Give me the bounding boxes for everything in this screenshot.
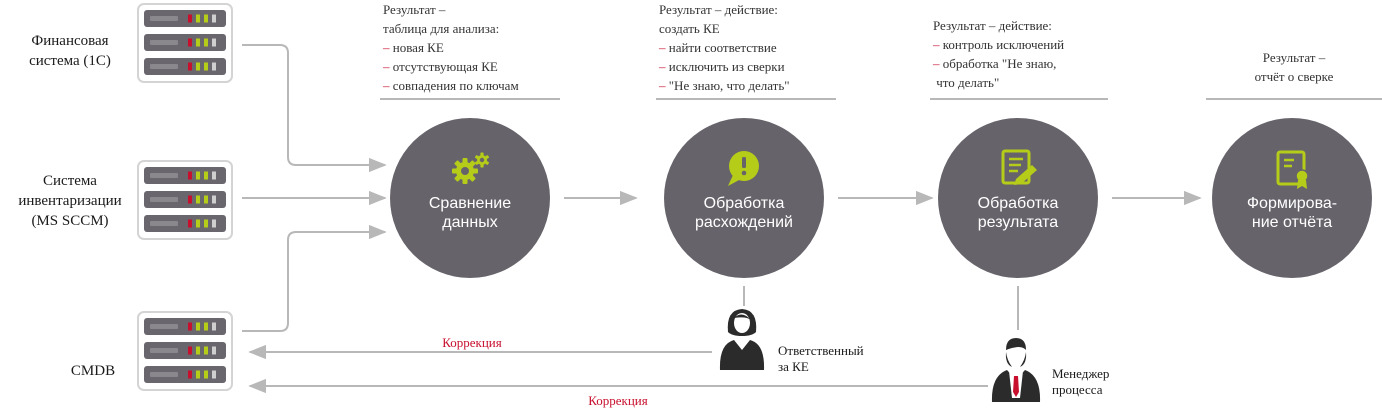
step-label-report: Формирова-ние отчёта [1247, 195, 1337, 231]
document-pen-icon [1001, 149, 1037, 185]
correction-label-manager: Коррекция [588, 393, 648, 408]
note-3: Результат – действие:– контроль исключен… [932, 18, 1064, 90]
man-tie-avatar-icon [991, 338, 1041, 402]
note-2: Результат – действие:создать КЕ– найти с… [658, 2, 790, 93]
server-cmdb-icon [137, 311, 233, 391]
step-circle-results [938, 118, 1098, 278]
connector-cmdb [242, 224, 387, 332]
server-inventory-icon [137, 160, 233, 240]
server-financial-icon [137, 3, 233, 83]
alert-bubble-icon [728, 151, 759, 186]
step-circle-discrepancies [664, 118, 824, 278]
certificate-icon [1276, 150, 1309, 189]
note-1: Результат –таблица для анализа:– новая К… [382, 2, 519, 93]
woman-avatar-icon [719, 309, 765, 370]
source-label-cmdb: CMDB [71, 363, 115, 379]
step-circle-report [1212, 118, 1372, 278]
note-4: Результат –отчёт о сверке [1255, 50, 1334, 84]
correction-label-owner: Коррекция [442, 335, 502, 350]
step-circle-compare [390, 118, 550, 278]
connector-financial [242, 44, 387, 173]
gears-icon [452, 152, 490, 184]
